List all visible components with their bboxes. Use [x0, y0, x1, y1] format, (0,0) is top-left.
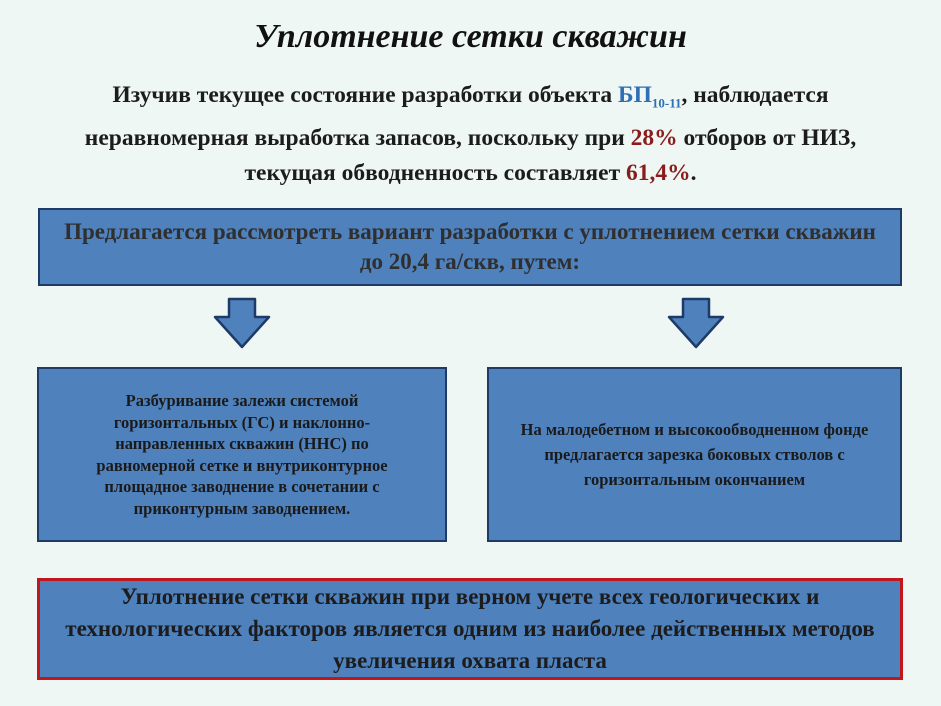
- object-name: БП10-11: [618, 82, 682, 111]
- intro-text-3: отборов от НИЗ, текущая обводненность со…: [244, 124, 857, 186]
- proposal-box: Предлагается рассмотреть вариант разрабо…: [38, 208, 902, 286]
- option-sidetrack-text: На малодебетном и высокообводненном фонд…: [520, 420, 869, 489]
- option-sidetrack-box: На малодебетном и высокообводненном фонд…: [487, 367, 902, 542]
- water-cut-value: 61,4%: [626, 159, 691, 186]
- recovery-value: 28%: [630, 124, 678, 151]
- conclusion-text: Уплотнение сетки скважин при верном учет…: [65, 584, 875, 673]
- slide-title: Уплотнение сетки скважин: [254, 18, 687, 55]
- down-arrow-left-icon: [213, 297, 271, 349]
- object-subscript: 10-11: [651, 95, 682, 111]
- intro-text-1: Изучив текущее состояние разработки объе…: [112, 82, 619, 108]
- option-drilling-box: Разбуривание залежи системой горизонталь…: [37, 367, 447, 542]
- intro-text-4: .: [690, 159, 697, 186]
- option-drilling-text: Разбуривание залежи системой горизонталь…: [96, 391, 388, 518]
- intro-paragraph: Изучив текущее состояние разработки объе…: [40, 78, 901, 191]
- object-code: БП: [618, 82, 652, 108]
- conclusion-box: Уплотнение сетки скважин при верном учет…: [37, 578, 903, 680]
- intro-text-2: , наблюдается неравномерная выработка за…: [84, 82, 829, 151]
- down-arrow-right-icon: [667, 297, 725, 349]
- proposal-text: Предлагается рассмотреть вариант разрабо…: [64, 219, 876, 274]
